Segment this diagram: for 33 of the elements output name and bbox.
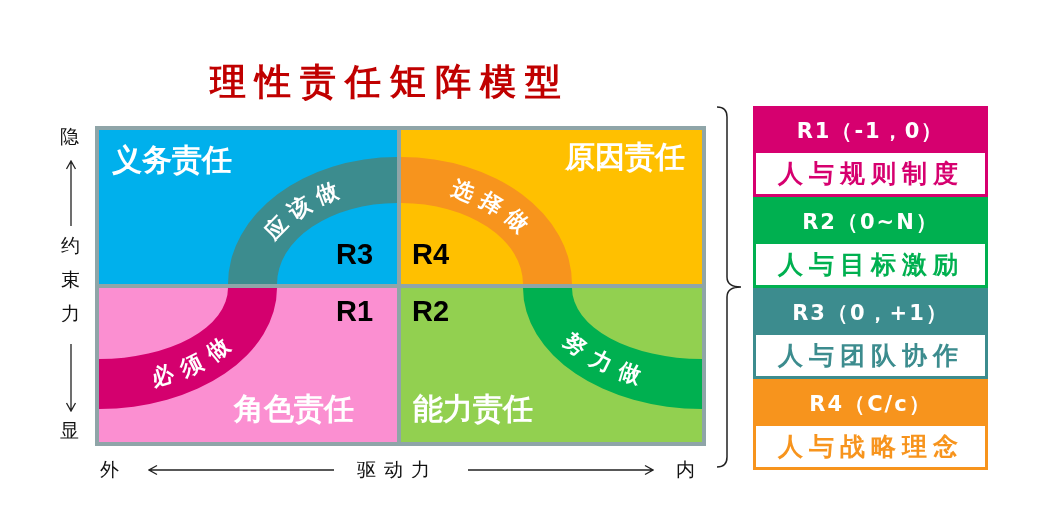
card	[753, 197, 988, 288]
quadrant-title: 义务责任	[112, 143, 232, 176]
header-bar: R2（0~N）	[756, 200, 985, 244]
quadrant	[99, 288, 397, 442]
region-code: R1	[336, 297, 374, 326]
axis-label: 隐	[60, 127, 79, 146]
header-bar: R3（0，+1）	[756, 291, 985, 335]
axis-label: 外	[100, 460, 119, 479]
axis-label: 显	[60, 421, 79, 440]
band-label: 选择做	[448, 174, 541, 244]
region-code: R4	[412, 240, 450, 269]
quadrant-title: 角色责任	[234, 392, 354, 425]
quadrant	[401, 288, 702, 442]
axis-label: 驱动力	[357, 460, 438, 479]
axis-label: 内	[676, 460, 695, 479]
band-label: 努力做	[559, 326, 653, 391]
card-text: 人与规则制度	[777, 159, 964, 188]
card	[753, 106, 988, 197]
header-bar: R1（-1，0）	[756, 109, 985, 153]
card-text: 人与战略理念	[777, 432, 964, 461]
axis-label: 约束力	[61, 233, 80, 326]
card	[753, 379, 988, 470]
card	[753, 288, 988, 379]
card-text: 人与团队协作	[777, 341, 964, 370]
quadrant	[401, 130, 702, 284]
quadrant	[99, 130, 397, 284]
diagram-title: 理性责任矩阵模型	[210, 62, 570, 102]
region-code: R2	[412, 297, 450, 326]
header-bar: R4（C/c）	[756, 382, 985, 426]
quadrant-title: 原因责任	[565, 140, 685, 173]
card-text: 人与目标激励	[777, 250, 964, 279]
band-label: 必须做	[147, 326, 242, 391]
quadrant-title: 能力责任	[413, 392, 533, 425]
